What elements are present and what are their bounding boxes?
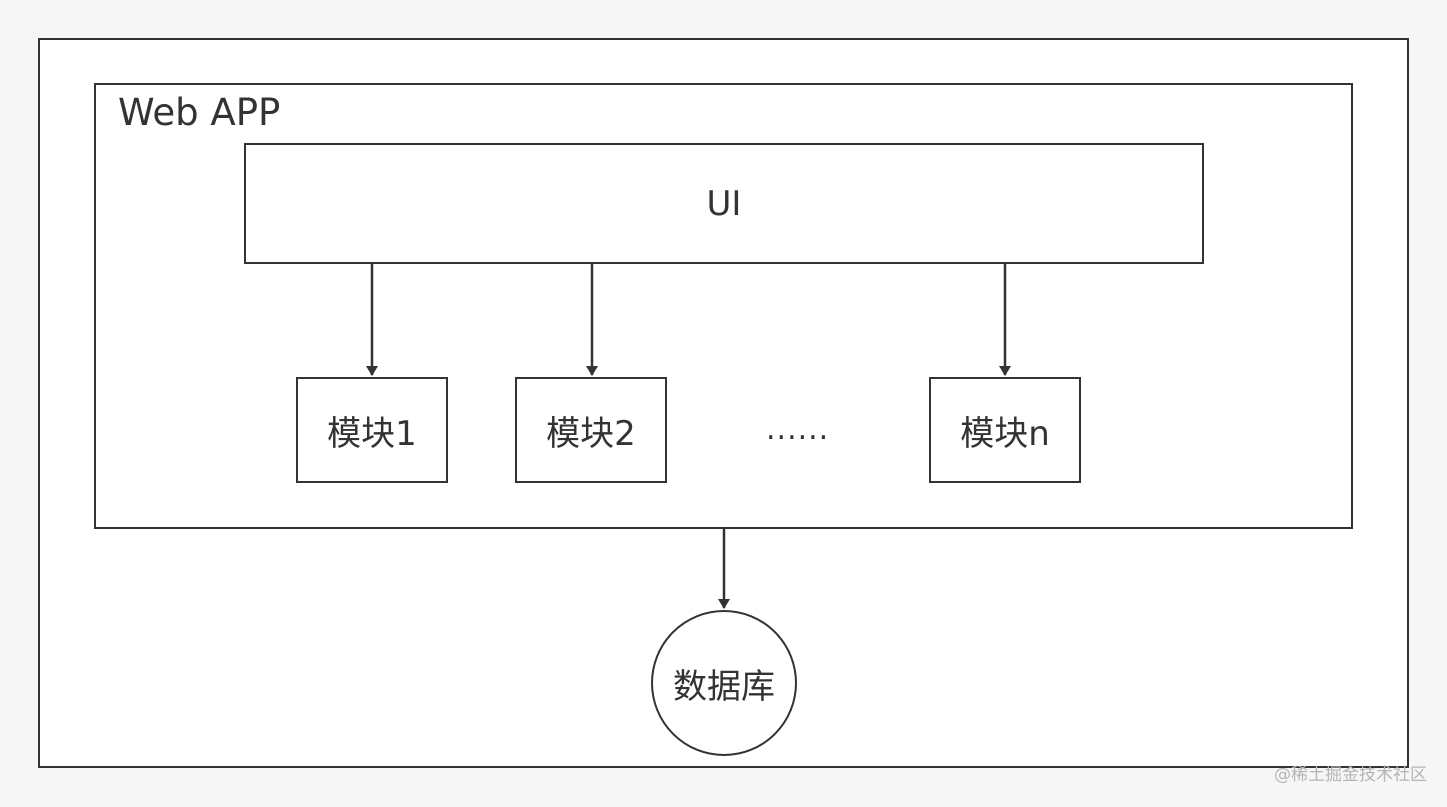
webapp-label: Web APP	[118, 91, 281, 134]
module-label: 模块n	[960, 413, 1050, 454]
module-box-n: 模块n	[929, 377, 1081, 483]
module-label: 模块2	[546, 413, 636, 454]
module-box-2: 模块2	[515, 377, 667, 483]
ui-label: UI	[706, 183, 742, 224]
module-box-1: 模块1	[296, 377, 448, 483]
module-label: 模块1	[327, 413, 417, 454]
ui-box: UI	[244, 143, 1204, 264]
watermark: @稀土掘金技术社区	[1274, 765, 1427, 785]
database-label: 数据库	[673, 666, 775, 707]
modules-ellipsis: ......	[766, 412, 830, 447]
database-node: 数据库	[651, 610, 797, 756]
